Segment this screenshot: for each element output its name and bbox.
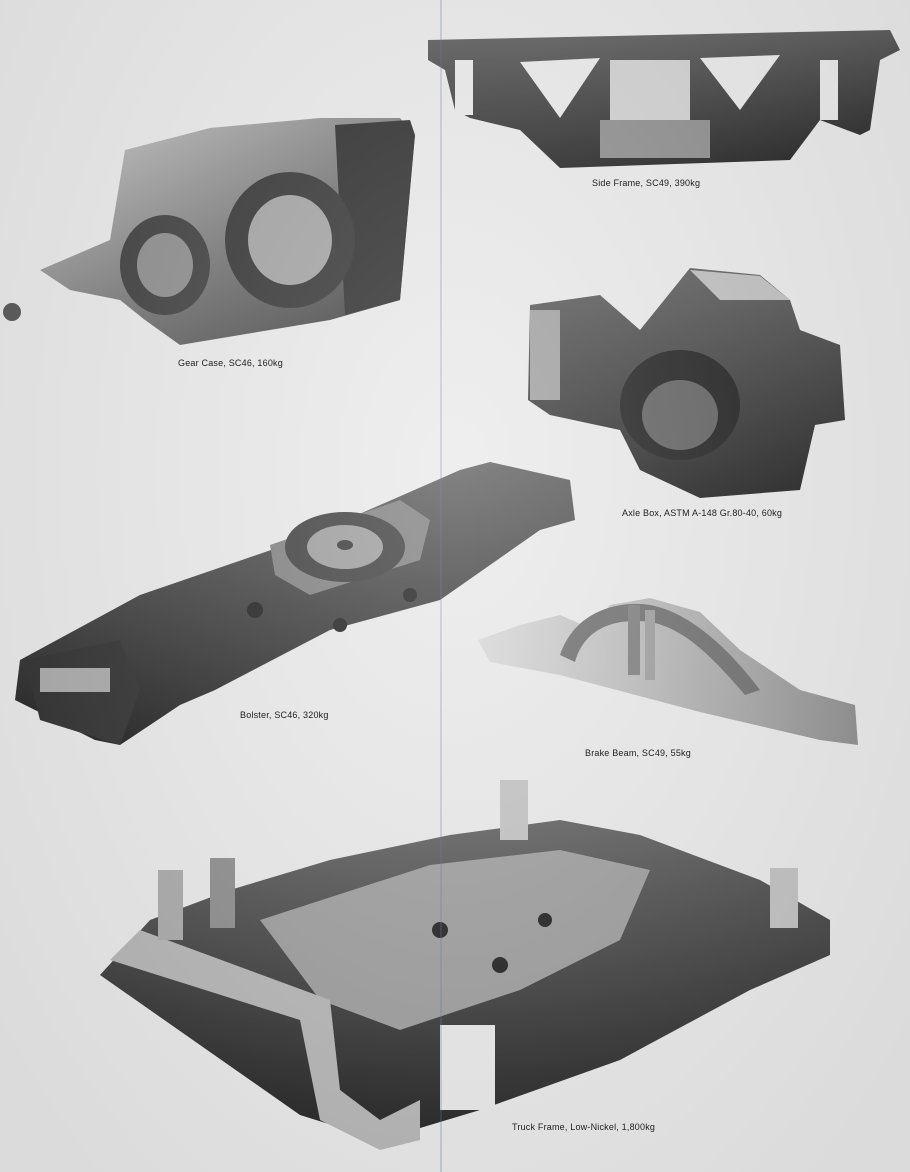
axle-box-casting bbox=[528, 268, 845, 498]
brake-beam-casting bbox=[478, 598, 858, 745]
bolster-casting bbox=[15, 462, 575, 745]
axle-box-caption: Axle Box, ASTM A-148 Gr.80-40, 60kg bbox=[622, 508, 783, 518]
page-fold-line bbox=[440, 0, 442, 1172]
truck-frame-casting bbox=[100, 780, 830, 1150]
truck-frame-caption: Truck Frame, Low-Nickel, 1,800kg bbox=[512, 1122, 656, 1132]
side-frame-caption: Side Frame, SC49, 390kg bbox=[592, 178, 701, 188]
side-frame-casting bbox=[428, 30, 900, 168]
gear-case-casting bbox=[3, 118, 415, 345]
brake-beam-caption: Brake Beam, SC49, 55kg bbox=[585, 748, 691, 758]
bolster-caption: Bolster, SC46, 320kg bbox=[240, 710, 329, 720]
gear-case-caption: Gear Case, SC46, 160kg bbox=[178, 358, 283, 368]
